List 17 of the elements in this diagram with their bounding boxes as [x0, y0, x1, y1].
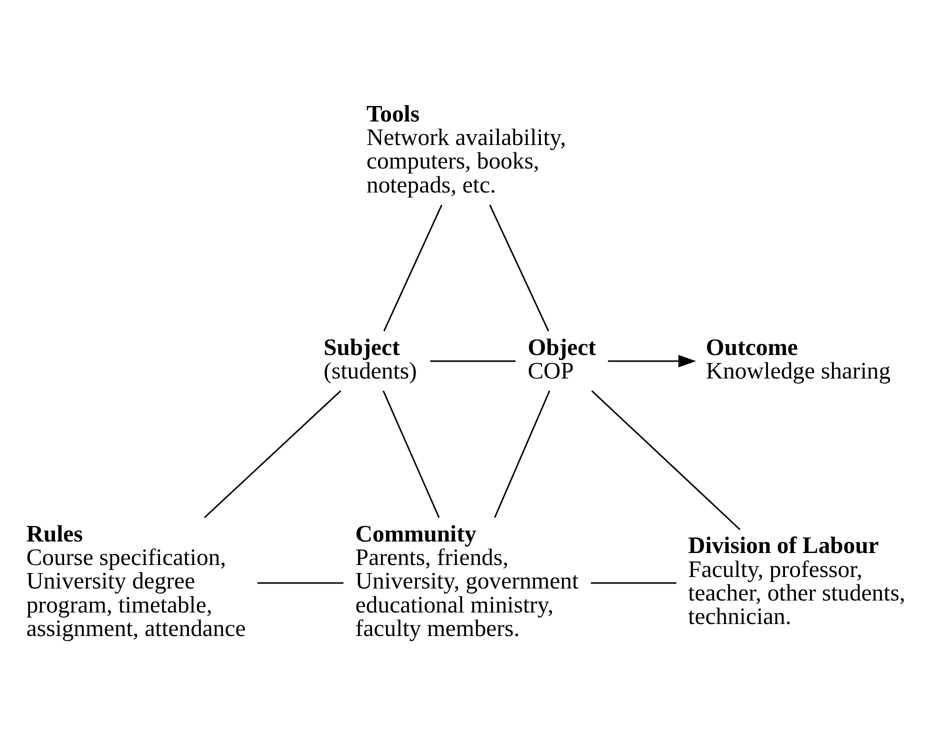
node-text: Outcome Knowledge sharing: [706, 334, 891, 384]
node-text: Tools Network availability, computers, books, notepads, etc.: [366, 100, 566, 198]
connector: [591, 390, 740, 530]
connector: [382, 390, 440, 518]
connector: [204, 390, 342, 518]
node-text: Community Parents, friends, University, government educational ministry, faculty members.: [355, 520, 579, 642]
connector: [383, 204, 442, 331]
connector: [489, 204, 550, 331]
connector: [590, 582, 676, 584]
arrow: [608, 354, 696, 367]
connector: [430, 360, 516, 362]
node-text: Object COP: [528, 334, 596, 384]
node-text: Rules Course specification, University degree program, timetable, assignment, attendance: [26, 520, 246, 642]
node-text: Subject (students): [324, 334, 417, 384]
connector: [257, 582, 344, 584]
connector: [494, 390, 550, 518]
node-text: Division of Labour Faculty, professor, teacher, other students, technician.: [688, 532, 906, 630]
